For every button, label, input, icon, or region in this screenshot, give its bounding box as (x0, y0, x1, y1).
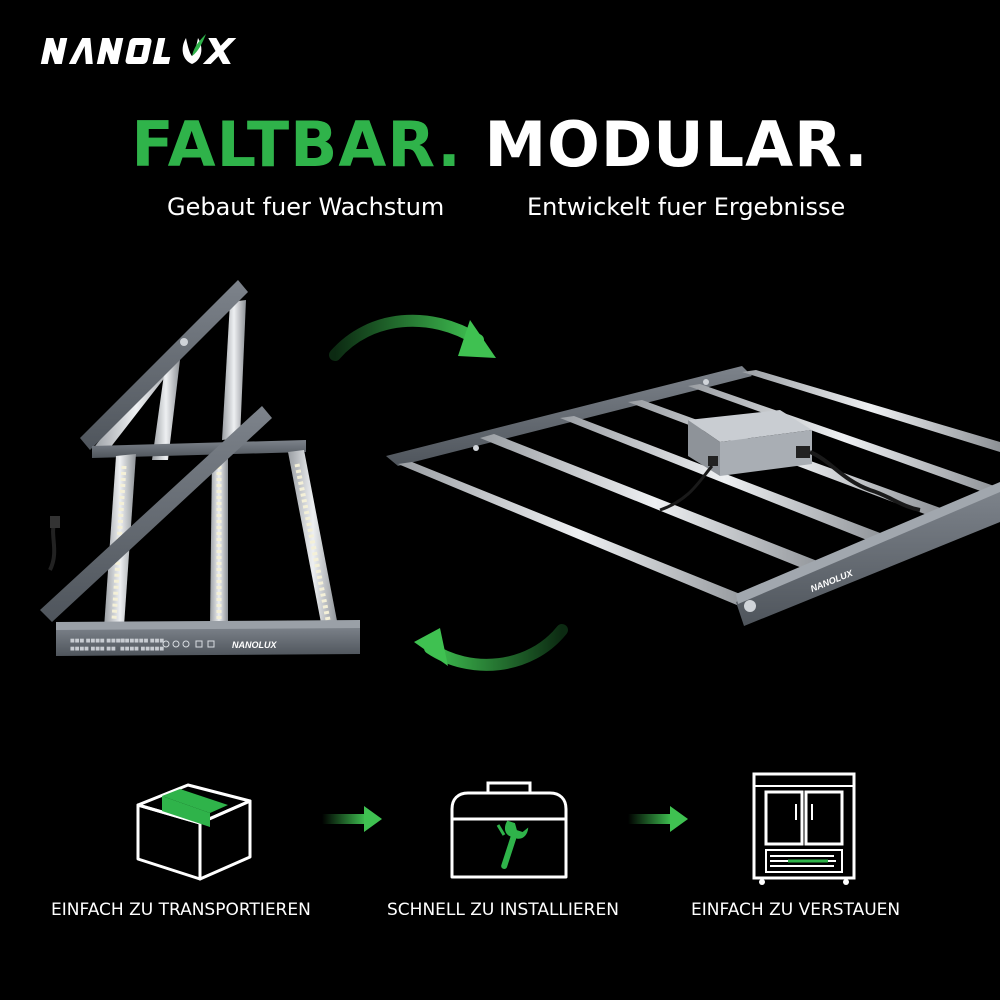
subheadline-right: Entwickelt fuer Ergebnisse (527, 193, 846, 221)
step-1 (130, 775, 260, 889)
step-label-transport: EINFACH ZU TRANSPORTIEREN (51, 900, 311, 920)
product-scene: ■■■ ■■■■ ■■■■ ■■■■ ■■■ ■■ ■■■■■■ ■■■ ■■■… (40, 280, 1000, 671)
logo-wordmark (40, 34, 237, 64)
arrow-unfold-icon (329, 314, 496, 361)
step-arrow-1-icon (322, 806, 382, 832)
svg-text:■■■■■■ ■■■: ■■■■■■ ■■■ (120, 638, 164, 644)
brand-logo (40, 30, 240, 70)
headline: FALTBAR. MODULAR. (0, 105, 1000, 185)
svg-text:■■■■ ■■■ ■■: ■■■■ ■■■ ■■ (70, 646, 116, 652)
svg-text:■■■■ ■■■■■: ■■■■ ■■■■■ (120, 646, 164, 652)
subheadline-left: Gebaut fuer Wachstum (167, 193, 445, 221)
step-arrow-2-icon (628, 806, 688, 832)
step-label-install: SCHNELL ZU INSTALLIEREN (387, 900, 619, 920)
driver-box (659, 410, 921, 512)
unfolded-light: NANOLUX (386, 366, 1000, 626)
toolbox-icon (450, 781, 568, 879)
folded-light-logo: NANOLUX (232, 640, 277, 650)
cabinet-icon (752, 772, 856, 885)
step-2 (444, 775, 574, 889)
headline-green: FALTBAR. (131, 108, 462, 181)
step-label-store: EINFACH ZU VERSTAUEN (691, 900, 901, 920)
box-icon (136, 783, 252, 881)
step-3 (748, 770, 860, 894)
headline-white: MODULAR. (484, 108, 869, 181)
arrow-fold-icon (414, 624, 568, 671)
folded-light: ■■■ ■■■■ ■■■■ ■■■■ ■■■ ■■ ■■■■■■ ■■■ ■■■… (40, 280, 360, 656)
svg-text:■■■ ■■■■ ■■■■: ■■■ ■■■■ ■■■■ (70, 638, 125, 644)
